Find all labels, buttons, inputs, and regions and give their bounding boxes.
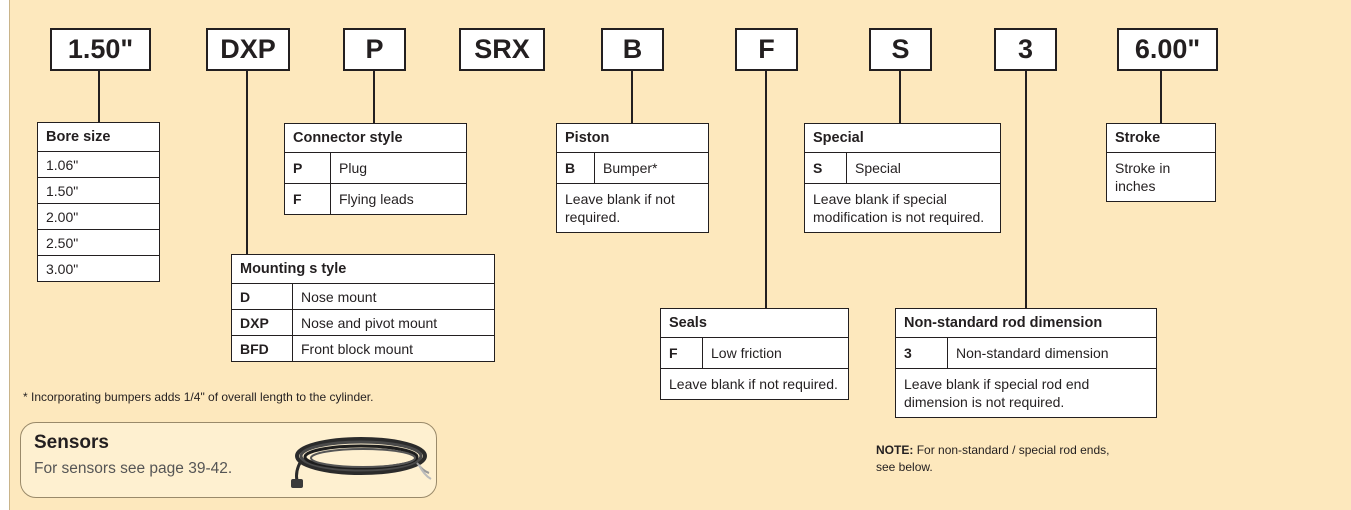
bore-size-title: Bore size bbox=[37, 122, 160, 152]
mounting-style-title: Mounting s tyle bbox=[231, 254, 495, 284]
note-label: NOTE: bbox=[876, 443, 914, 457]
special-table: Special S Special Leave blank if special… bbox=[804, 123, 1001, 233]
note-text: For non-standard / special rod ends, see… bbox=[876, 443, 1110, 474]
bore-size-option: 1.50" bbox=[37, 177, 160, 204]
connector-desc: Plug bbox=[330, 152, 467, 184]
special-code: S bbox=[804, 152, 847, 184]
piston-table: Piston B Bumper* Leave blank if not requ… bbox=[556, 123, 709, 233]
bore-size-option: 2.50" bbox=[37, 229, 160, 256]
connector-line-rod-dimension bbox=[1025, 71, 1027, 308]
connector-line-connector bbox=[373, 71, 375, 123]
seals-table: Seals F Low friction Leave blank if not … bbox=[660, 308, 849, 400]
seals-title: Seals bbox=[660, 308, 849, 338]
seals-note: Leave blank if not required. bbox=[660, 368, 849, 400]
special-note: Leave blank if special modification is n… bbox=[804, 183, 1001, 233]
stroke-table: Stroke Stroke in inches bbox=[1106, 123, 1216, 202]
sensors-title: Sensors bbox=[34, 432, 109, 453]
bore-size-option: 1.06" bbox=[37, 151, 160, 178]
sensors-callout: Sensors For sensors see page 39-42. bbox=[20, 422, 437, 498]
connector-line-seals bbox=[765, 71, 767, 308]
mounting-desc: Nose mount bbox=[292, 283, 495, 310]
sensor-cable-image bbox=[291, 437, 432, 488]
code-box-special: S bbox=[869, 28, 932, 71]
piston-title: Piston bbox=[556, 123, 709, 153]
mounting-desc: Front block mount bbox=[292, 335, 495, 362]
rod-dimension-table: Non-standard rod dimension 3 Non-standar… bbox=[895, 308, 1157, 418]
mounting-code: BFD bbox=[231, 335, 293, 362]
code-box-bore-size: 1.50" bbox=[50, 28, 151, 71]
seals-desc: Low friction bbox=[702, 337, 849, 369]
special-desc: Special bbox=[846, 152, 1001, 184]
code-box-series: SRX bbox=[459, 28, 545, 71]
rod-dimension-title: Non-standard rod dimension bbox=[895, 308, 1157, 338]
code-box-rod-dimension: 3 bbox=[994, 28, 1057, 71]
code-box-connector-style: P bbox=[343, 28, 406, 71]
bumper-footnote: * Incorporating bumpers adds 1/4" of ove… bbox=[23, 390, 374, 404]
mounting-style-table: Mounting s tyle D Nose mount DXP Nose an… bbox=[231, 254, 495, 362]
connector-code: F bbox=[284, 183, 331, 215]
code-box-piston: B bbox=[601, 28, 664, 71]
special-title: Special bbox=[804, 123, 1001, 153]
bore-size-option: 3.00" bbox=[37, 255, 160, 282]
connector-style-title: Connector style bbox=[284, 123, 467, 153]
rod-dimension-desc: Non-standard dimension bbox=[947, 337, 1157, 369]
bore-size-option: 2.00" bbox=[37, 203, 160, 230]
code-box-stroke: 6.00" bbox=[1117, 28, 1218, 71]
connector-line-special bbox=[899, 71, 901, 123]
bore-size-table: Bore size 1.06" 1.50" 2.00" 2.50" 3.00" bbox=[37, 122, 160, 282]
connector-desc: Flying leads bbox=[330, 183, 467, 215]
connector-line-piston bbox=[631, 71, 633, 123]
seals-code: F bbox=[660, 337, 703, 369]
sensors-page-reference: For sensors see page 39-42. bbox=[34, 460, 233, 477]
mounting-desc: Nose and pivot mount bbox=[292, 309, 495, 336]
connector-line-mounting bbox=[246, 71, 248, 254]
connector-style-table: Connector style P Plug F Flying leads bbox=[284, 123, 467, 215]
mounting-code: D bbox=[231, 283, 293, 310]
stroke-desc: Stroke in inches bbox=[1106, 152, 1216, 202]
piston-note: Leave blank if not required. bbox=[556, 183, 709, 233]
connector-line-stroke bbox=[1160, 71, 1162, 123]
code-box-seals: F bbox=[735, 28, 798, 71]
mounting-code: DXP bbox=[231, 309, 293, 336]
rod-dimension-code: 3 bbox=[895, 337, 948, 369]
stroke-title: Stroke bbox=[1106, 123, 1216, 153]
rod-dimension-note: Leave blank if special rod end dimension… bbox=[895, 368, 1157, 418]
piston-desc: Bumper* bbox=[594, 152, 709, 184]
piston-code: B bbox=[556, 152, 595, 184]
code-box-mounting-style: DXP bbox=[206, 28, 290, 71]
rod-end-note: NOTE: For non-standard / special rod end… bbox=[876, 442, 1116, 476]
connector-code: P bbox=[284, 152, 331, 184]
connector-line-bore bbox=[98, 71, 100, 122]
